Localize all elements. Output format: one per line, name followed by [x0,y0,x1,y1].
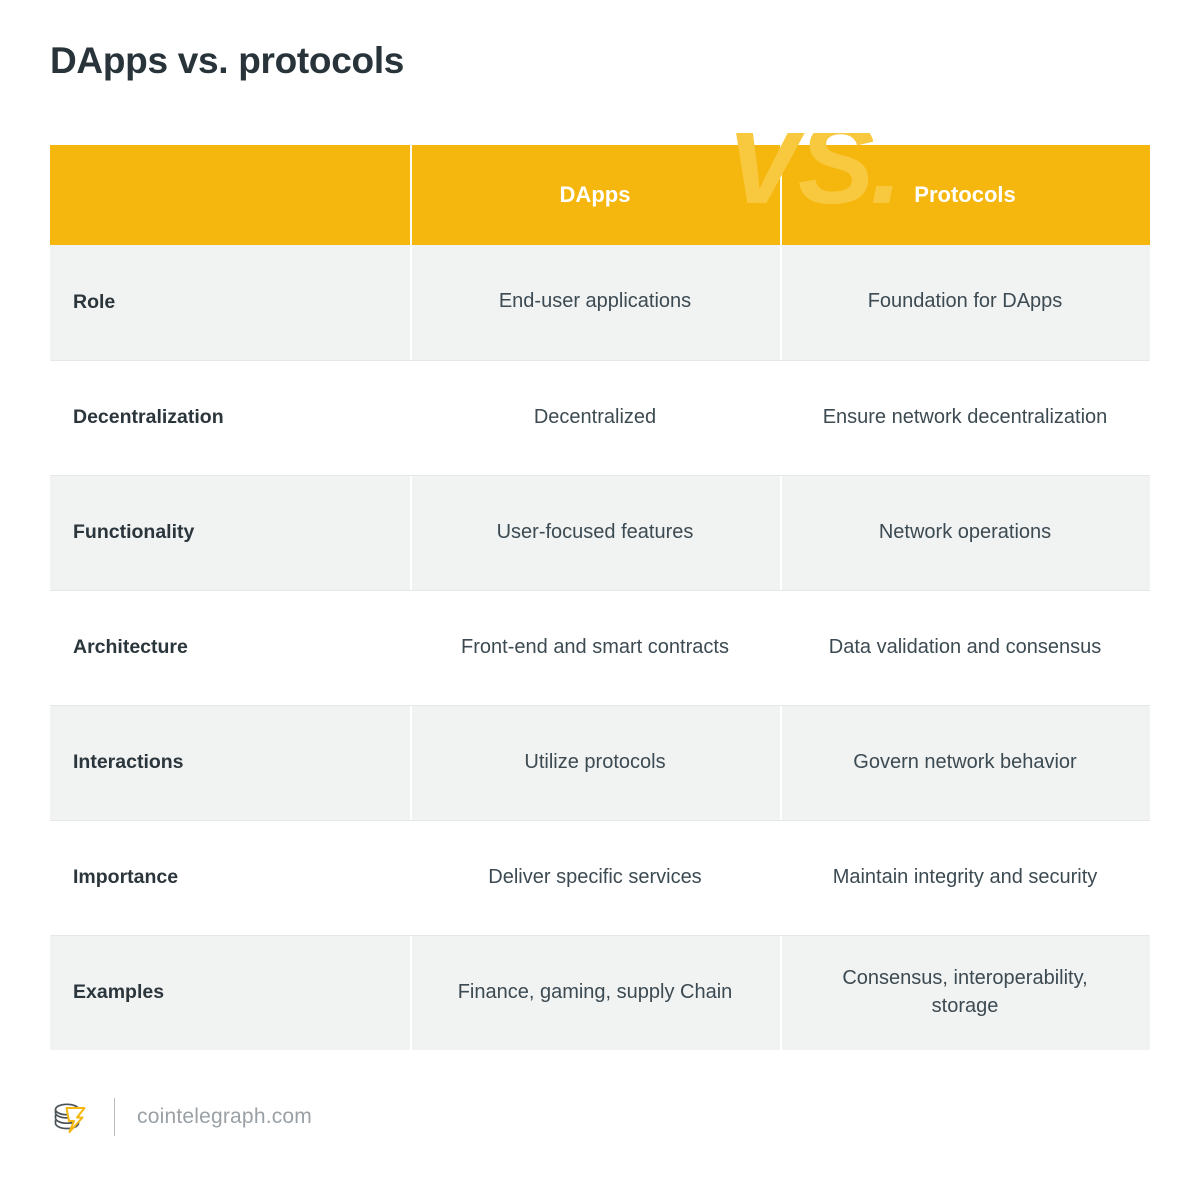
row-protocols-cell: Govern network behavior [780,704,1150,820]
row-protocols-text: Foundation for DApps [867,290,1063,313]
table-row: Functionality User-focused features Netw… [50,474,1150,590]
row-dapps-text: Decentralized [533,405,657,428]
page-title: DApps vs. protocols [50,40,405,81]
row-dapps-text: Finance, gaming, supply Chain [457,980,733,1003]
row-protocols-cell: Network operations [780,474,1150,590]
footer-url[interactable]: cointelegraph.com [137,1105,312,1128]
header-dapps-text: DApps [559,182,631,207]
cointelegraph-logo-icon [50,1097,92,1137]
table-row: Importance Deliver specific services Mai… [50,819,1150,935]
table-header: DApps Protocols [50,145,1150,245]
row-protocols-text: Network operations [878,520,1052,543]
row-label: Architecture [50,589,410,705]
row-label: Role [50,245,410,360]
row-dapps-cell: User-focused features [410,474,780,590]
row-protocols-cell: Foundation for DApps [780,245,1150,360]
row-dapps-cell: Deliver specific services [410,819,780,935]
row-protocols-text: Ensure network decentralization [822,405,1108,428]
row-label: Importance [50,819,410,935]
comparison-table: DApps Protocols Role End-user applicatio… [50,145,1150,1050]
row-label: Interactions [50,704,410,820]
row-dapps-text: Utilize protocols [524,750,666,773]
header-protocols-text: Protocols [914,182,1016,207]
header-cell-protocols: Protocols [780,145,1150,245]
row-dapps-text: User-focused features [496,520,694,543]
table-row: Examples Finance, gaming, supply Chain C… [50,934,1150,1050]
row-dapps-text: End-user applications [498,290,692,313]
row-label: Decentralization [50,359,410,475]
row-protocols-text: Consensus, interoperability, storage [842,967,1088,1017]
row-label: Functionality [50,474,410,590]
table-row: Role End-user applications Foundation fo… [50,245,1150,360]
row-dapps-text: Deliver specific services [488,865,702,888]
row-protocols-cell: Maintain integrity and security [780,819,1150,935]
row-protocols-cell: Data validation and consensus [780,589,1150,705]
table-row: Architecture Front-end and smart contrac… [50,589,1150,705]
row-protocols-text: Govern network behavior [853,750,1077,773]
header-cell-label [50,145,410,245]
footer: cointelegraph.com [50,1095,312,1139]
row-protocols-text: Maintain integrity and security [832,865,1098,888]
row-label: Examples [50,934,410,1050]
table-header-row: DApps Protocols [50,145,1150,245]
row-dapps-cell: Utilize protocols [410,704,780,820]
table-body: Role End-user applications Foundation fo… [50,245,1150,1050]
row-dapps-cell: Front-end and smart contracts [410,589,780,705]
header-cell-dapps: DApps [410,145,780,245]
table-row: Decentralization Decentralized Ensure ne… [50,359,1150,475]
table-row: Interactions Utilize protocols Govern ne… [50,704,1150,820]
row-dapps-text: Front-end and smart contracts [461,635,729,658]
row-protocols-cell: Consensus, interoperability, storage [780,934,1150,1050]
row-protocols-cell: Ensure network decentralization [780,359,1150,475]
row-dapps-cell: End-user applications [410,245,780,360]
footer-divider [114,1098,115,1136]
row-protocols-text: Data validation and consensus [828,635,1102,658]
row-dapps-cell: Finance, gaming, supply Chain [410,934,780,1050]
row-dapps-cell: Decentralized [410,359,780,475]
